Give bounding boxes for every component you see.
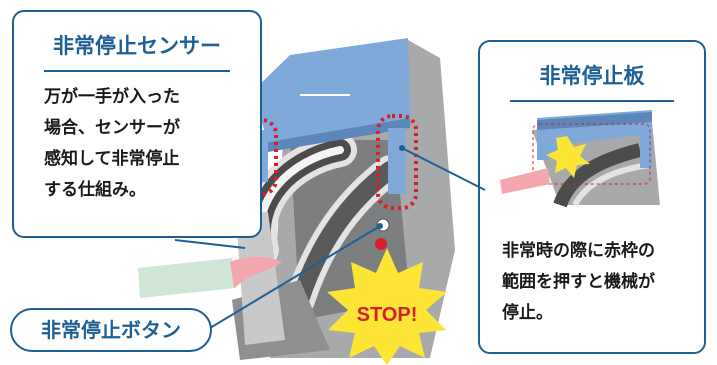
plate-connector-line (401, 147, 486, 191)
sensor-text-line: する仕組み。 (44, 180, 146, 200)
inset-illustration (500, 110, 660, 208)
arm-sleeve (138, 258, 236, 298)
plate-callout-title: 非常停止板 (539, 64, 645, 88)
sensor-text-line: 万が一手が入った (44, 87, 180, 107)
plate-callout: 非常停止板 非常時の際に赤枠の 範囲を押すと機械が 停止。 (478, 40, 706, 354)
right-sensor-highlight (376, 114, 418, 210)
sensor-text-line: 場合、センサーが (44, 118, 180, 138)
hand (230, 256, 282, 288)
stop-text: STOP! (357, 304, 418, 326)
button-connector-line (209, 225, 381, 329)
plate-callout-text: 非常時の際に赤枠の 範囲を押すと機械が 停止。 (502, 236, 655, 329)
plate-callout-divider (510, 100, 674, 102)
plate-text-line: 停止。 (502, 303, 553, 323)
top-cover-edge (268, 118, 410, 152)
top-cover (252, 38, 410, 142)
sensor-callout-text: 万が一手が入った 場合、センサーが 感知して非常停止 する仕組み。 (44, 82, 180, 206)
red-stop-button (375, 238, 387, 250)
sensor-connector-line (174, 239, 246, 249)
stop-button-label: 非常停止ボタン (10, 308, 212, 352)
sensor-callout-title: 非常停止センサー (53, 34, 221, 58)
sensor-callout-divider (44, 70, 230, 72)
stop-burst (327, 248, 447, 365)
right-sensor-post (388, 128, 406, 194)
sensor-callout: 非常停止センサー 万が一手が入った 場合、センサーが 感知して非常停止 する仕組… (12, 10, 262, 238)
inset-spark (546, 136, 590, 178)
machine-front-panel (236, 212, 285, 345)
plate-text-line: 非常時の際に赤枠の (502, 241, 655, 261)
plate-text-line: 範囲を押すと機械が (502, 272, 655, 292)
sensor-text-line: 感知して非常停止 (44, 149, 180, 169)
